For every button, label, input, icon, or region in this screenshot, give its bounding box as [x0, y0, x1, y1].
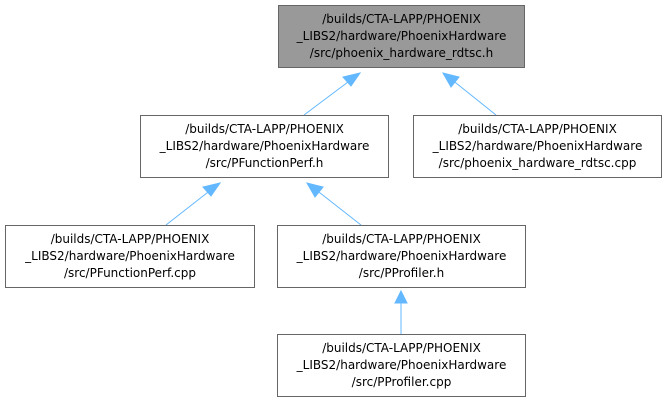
- node-line: _LIBS2/hardware/PhoenixHardware: [25, 249, 235, 263]
- node-line: /builds/CTA-LAPP/PHOENIX: [50, 232, 210, 246]
- node-line: /builds/CTA-LAPP/PHOENIX: [458, 122, 617, 136]
- edge-pfunctionperf-cpp-to-pfunctionperf-h: [165, 188, 213, 226]
- node-line: /src/phoenix_hardware_rdtsc.cpp: [438, 156, 637, 170]
- node-line: /builds/CTA-LAPP/PHOENIX: [322, 232, 481, 246]
- edge-pprofiler-h-to-pfunctionperf-h: [314, 188, 362, 226]
- node-line: /src/PProfiler.h: [358, 266, 445, 280]
- edge-arrowhead: [394, 289, 408, 304]
- edge-arrowhead: [441, 72, 460, 88]
- node-pfunctionperf-h[interactable]: /builds/CTA-LAPP/PHOENIX _LIBS2/hardware…: [140, 115, 389, 178]
- node-line: _LIBS2/hardware/PhoenixHardware: [296, 358, 507, 372]
- node-line: _LIBS2/hardware/PhoenixHardware: [296, 249, 507, 263]
- edge-rdtsc-cpp-to-rdtsc-h: [450, 78, 497, 116]
- node-pprofiler-cpp[interactable]: /builds/CTA-LAPP/PHOENIX _LIBS2/hardware…: [277, 334, 526, 397]
- edge-pfunctionperf-h-to-rdtsc-h: [303, 78, 353, 116]
- node-line: _LIBS2/hardware/PhoenixHardware: [159, 139, 370, 153]
- node-line: /src/PProfiler.cpp: [351, 375, 452, 389]
- node-phoenix-hardware-rdtsc-cpp[interactable]: /builds/CTA-LAPP/PHOENIX _LIBS2/hardware…: [413, 115, 662, 178]
- node-line: /src/phoenix_hardware_rdtsc.h: [309, 46, 494, 60]
- edge-arrowhead: [305, 182, 324, 198]
- node-phoenix-hardware-rdtsc-h[interactable]: /builds/CTA-LAPP/PHOENIX _LIBS2/hardware…: [278, 5, 525, 68]
- node-line: /builds/CTA-LAPP/PHOENIX: [322, 341, 481, 355]
- edge-arrowhead: [342, 72, 362, 87]
- node-line: /builds/CTA-LAPP/PHOENIX: [322, 12, 481, 26]
- node-line: /builds/CTA-LAPP/PHOENIX: [185, 122, 344, 136]
- edge-arrowhead: [202, 182, 222, 197]
- node-line: /src/PFunctionPerf.cpp: [63, 266, 196, 280]
- node-pfunctionperf-cpp[interactable]: /builds/CTA-LAPP/PHOENIX _LIBS2/hardware…: [5, 225, 255, 288]
- node-line: _LIBS2/hardware/PhoenixHardware: [296, 29, 507, 43]
- node-line: _LIBS2/hardware/PhoenixHardware: [432, 139, 643, 153]
- node-line: /src/PFunctionPerf.h: [205, 156, 324, 170]
- node-pprofiler-h[interactable]: /builds/CTA-LAPP/PHOENIX _LIBS2/hardware…: [277, 225, 526, 288]
